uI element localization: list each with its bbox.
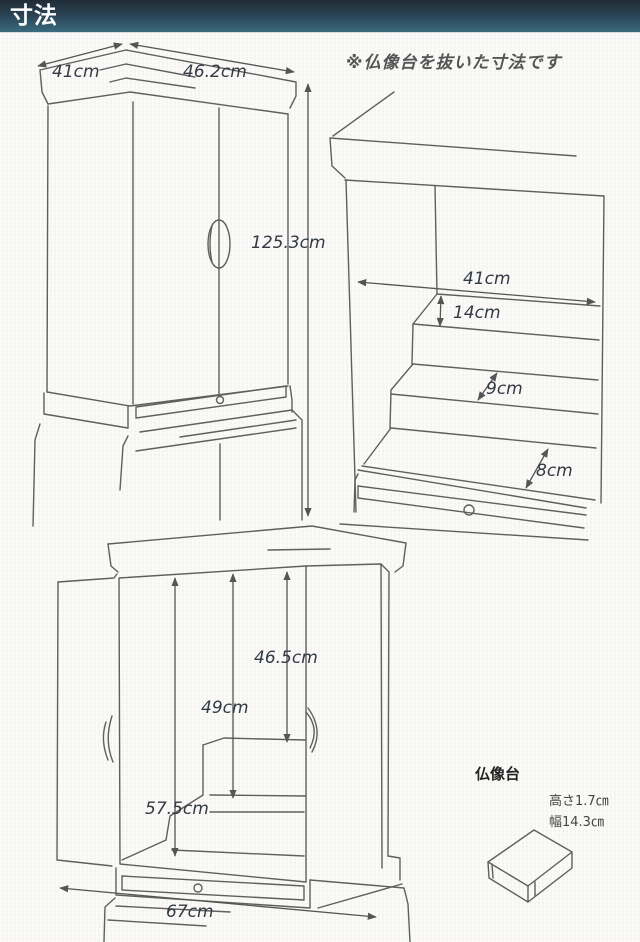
statue-stand-height: 高さ1.7㎝ [549,794,609,809]
step1-arrow [436,295,445,327]
depth-arrow [37,42,123,68]
step3-arrow [525,448,549,489]
height-57-label: 57.5cm [145,799,209,819]
step1-depth-label: 14cm [453,303,501,323]
height-46-label: 46.5cm [254,648,318,668]
statue-stand-width: 幅14.3㎝ [549,815,604,830]
dimension-note: ※仏像台を抜いた寸法です [346,53,562,73]
inner-width-arrow [357,279,596,305]
closed-cabinet-drawing [32,49,303,527]
open-width-arrow [59,885,377,920]
statue-stand-drawing [487,829,573,903]
width-arrow [129,41,295,75]
height-49-label: 49cm [201,698,249,718]
step2-arrow [477,372,498,401]
height-label: 125.3cm [251,233,326,253]
inner-width-label: 41cm [463,269,511,289]
step3-depth-label: 8cm [536,461,573,481]
width-label: 46.2cm [183,62,247,82]
open-width-label: 67cm [166,902,214,922]
section-header: 寸法 [0,0,640,33]
statue-stand-title: 仏像台 [475,765,521,783]
section-title: 寸法 [10,3,58,29]
depth-label: 41cm [52,62,100,82]
step2-depth-label: 9cm [486,379,523,399]
